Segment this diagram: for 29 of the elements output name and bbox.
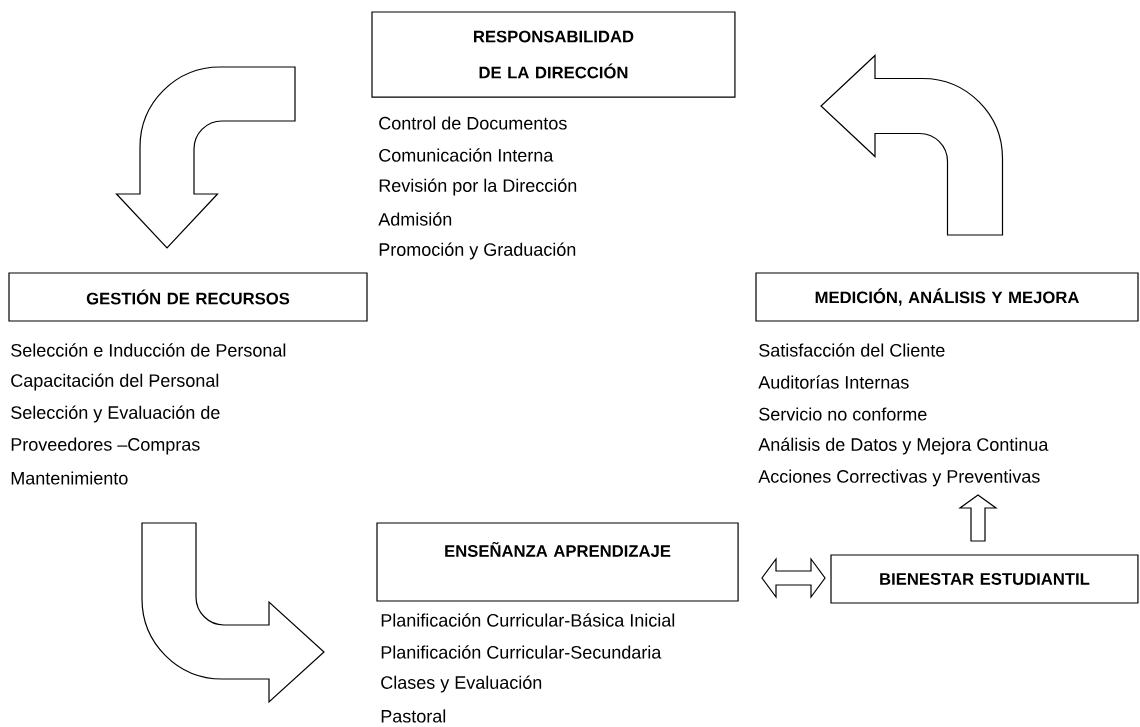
- list-item: Revisión por la Dirección: [379, 178, 577, 196]
- list-item: Selección e Inducción de Personal: [11, 343, 286, 357]
- list-item: Proveedores –Compras: [11, 437, 200, 455]
- process-box: ENSEÑANZA APRENDIZAJE: [376, 522, 739, 602]
- list-item: Pastoral: [381, 709, 446, 723]
- list-item: Control de Documentos: [379, 116, 567, 130]
- list-item: Satisfacción del Cliente: [759, 343, 945, 357]
- list-item: Planificación Curricular-Básica Inicial: [381, 613, 675, 627]
- block-arrow: [141, 522, 325, 703]
- double-arrow: [761, 557, 826, 599]
- list-item: Auditorías Internas: [758, 375, 909, 389]
- list-item: Análisis de Datos y Mejora Continua: [758, 437, 1049, 455]
- process-box: MEDICIÓN, ANÁLISIS Y MEJORA: [755, 272, 1139, 322]
- list-item: Acciones Correctivas y Preventivas: [758, 469, 1040, 487]
- list-item: Selección y Evaluación de: [11, 405, 220, 423]
- process-box: GESTIÓN DE RECURSOS: [8, 272, 368, 322]
- list-item: Mantenimiento: [11, 471, 128, 485]
- process-box: BIENESTAR ESTUDIANTIL: [830, 554, 1139, 604]
- list-item: Capacitación del Personal: [11, 373, 219, 391]
- list-item: Promoción y Graduación: [379, 242, 576, 260]
- list-item: Planificación Curricular-Secundaria: [381, 645, 662, 659]
- block-arrow: [115, 66, 296, 249]
- list-item: Comunicación Interna: [379, 148, 554, 162]
- process-box: RESPONSABILIDAD DE LA DIRECCIÓN: [371, 11, 736, 98]
- block-arrow: [958, 494, 998, 542]
- list-item: Servicio no conforme: [759, 407, 927, 421]
- list-item: Admisión: [378, 212, 452, 226]
- list-item: Clases y Evaluación: [381, 675, 542, 693]
- block-arrow: [820, 54, 1004, 236]
